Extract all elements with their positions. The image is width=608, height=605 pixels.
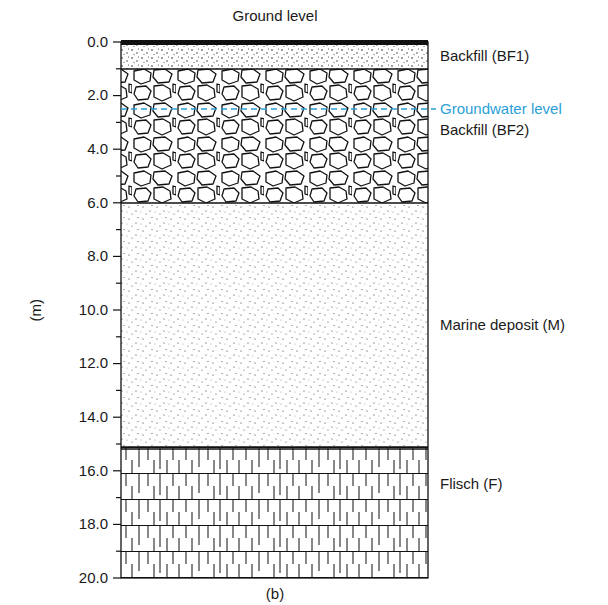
tick-mark	[113, 41, 121, 42]
tick-mark	[113, 149, 121, 150]
axis-unit: (m)	[28, 299, 45, 322]
tick-mark	[113, 470, 121, 471]
depth-label: 2.0	[87, 87, 108, 104]
panel-label: (b)	[266, 586, 284, 603]
layer-label: Backfill (BF2)	[440, 122, 529, 139]
tick-mark	[113, 309, 121, 310]
depth-label: 20.0	[79, 570, 108, 587]
tick-mark	[116, 68, 121, 69]
tick-mark	[116, 390, 121, 391]
depth-label: 12.0	[79, 355, 108, 372]
depth-ticks	[113, 42, 121, 578]
depth-label: 14.0	[79, 409, 108, 426]
tick-mark	[113, 256, 121, 257]
marine-deposit-layer	[121, 203, 428, 447]
backfill-bf1-layer	[121, 42, 428, 69]
tick-mark	[116, 175, 121, 176]
groundwater-label: Groundwater level	[440, 101, 562, 118]
depth-label: 6.0	[87, 195, 108, 212]
ground-level-label: Ground level	[232, 8, 317, 25]
depth-label: 16.0	[79, 463, 108, 480]
tick-mark	[113, 524, 121, 525]
tick-mark	[116, 551, 121, 552]
layer-label: Marine deposit (M)	[440, 317, 565, 334]
tick-mark	[116, 229, 121, 230]
tick-mark	[113, 577, 121, 578]
tick-mark	[116, 497, 121, 498]
column-outline	[121, 42, 428, 578]
depth-label: 8.0	[87, 248, 108, 265]
tick-mark	[116, 283, 121, 284]
layer-label: Backfill (BF1)	[440, 48, 529, 65]
tick-mark	[113, 417, 121, 418]
backfill-bf2-layer	[121, 69, 428, 203]
tick-mark	[113, 202, 121, 203]
tick-mark	[113, 95, 121, 96]
flysch-layer	[121, 447, 428, 578]
layer-boundaries	[121, 69, 428, 449]
depth-label: 0.0	[87, 34, 108, 51]
tick-mark	[116, 122, 121, 123]
depth-label: 4.0	[87, 141, 108, 158]
layer-label: Flisch (F)	[440, 476, 503, 493]
depth-label: 18.0	[79, 516, 108, 533]
depth-label: 10.0	[79, 302, 108, 319]
tick-mark	[113, 363, 121, 364]
tick-mark	[116, 443, 121, 444]
groundwater-line	[121, 108, 436, 110]
tick-mark	[116, 336, 121, 337]
